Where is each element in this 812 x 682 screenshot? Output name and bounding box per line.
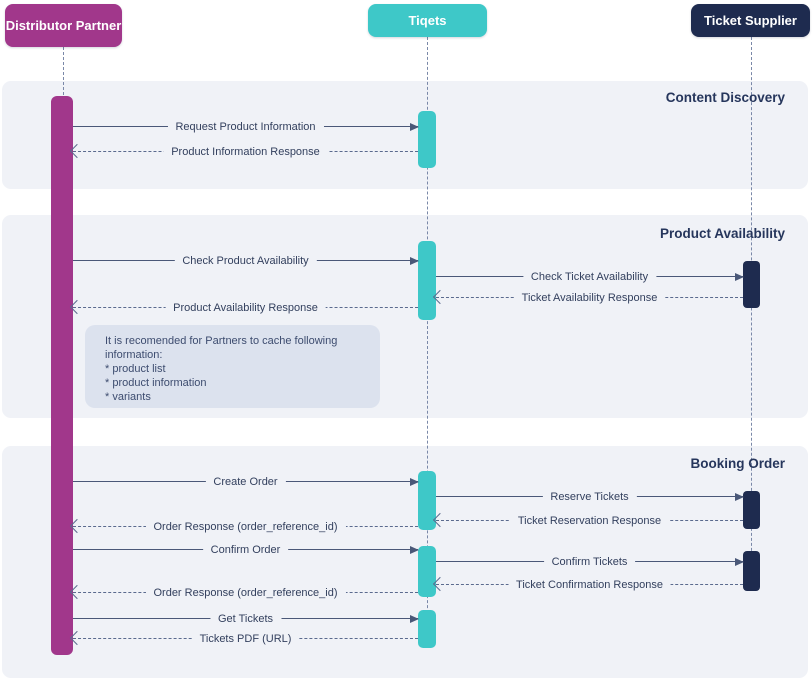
note-cache-recommendation: It is recomended for Partners to cache f… (85, 325, 380, 408)
message-label: Tickets PDF (URL) (191, 633, 300, 645)
actor-distributor-partner-label: Distributor Partner (5, 18, 122, 33)
section-title-product-availability: Product Availability (659, 226, 785, 241)
activation-supplier-confirm-tickets (743, 551, 760, 591)
note-bullet: * product information (105, 377, 207, 389)
activation-tiqets-product-availability (418, 241, 436, 320)
message-label: Check Product Availability (174, 255, 317, 267)
message-label: Order Response (order_reference_id) (145, 521, 346, 533)
message-label: Reserve Tickets (542, 491, 637, 503)
message-label: Create Order (205, 476, 286, 488)
note-bullet: * product list (105, 363, 166, 375)
activation-tiqets-content-discovery (418, 111, 436, 168)
message-label: Check Ticket Availability (522, 271, 657, 283)
activation-tiqets-get-tickets (418, 610, 436, 648)
arrowhead-right-icon (735, 272, 744, 281)
actor-ticket-supplier: Ticket Supplier (691, 4, 810, 37)
arrowhead-right-icon (735, 557, 744, 566)
arrowhead-right-icon (410, 477, 419, 486)
message-label: Ticket Reservation Response (509, 515, 670, 527)
activation-tiqets-confirm-order (418, 546, 436, 597)
actor-tiqets-label: Tiqets (408, 13, 447, 28)
arrowhead-right-icon (410, 614, 419, 623)
message-label: Get Tickets (209, 613, 282, 625)
arrowhead-right-icon (410, 122, 419, 131)
arrowhead-right-icon (735, 492, 744, 501)
note-intro: It is recomended for Partners to cache f… (105, 335, 338, 361)
message-label: Product Information Response (163, 146, 328, 158)
message-label: Request Product Information (167, 121, 324, 133)
message-label: Confirm Order (202, 544, 289, 556)
section-content-discovery (2, 81, 808, 189)
section-title-booking-order: Booking Order (690, 456, 785, 471)
message-label: Order Response (order_reference_id) (145, 587, 346, 599)
section-title-content-discovery: Content Discovery (665, 90, 785, 105)
lifeline-tiqets (427, 37, 428, 648)
message-label: Ticket Confirmation Response (508, 579, 671, 591)
arrowhead-right-icon (410, 545, 419, 554)
section-booking-order (2, 446, 808, 678)
activation-tiqets-create-order (418, 471, 436, 530)
arrowhead-right-icon (410, 256, 419, 265)
lifeline-ticket-supplier (751, 37, 752, 591)
message-label: Confirm Tickets (543, 556, 636, 568)
activation-distributor-partner (51, 96, 73, 655)
activation-supplier-reserve-tickets (743, 491, 760, 529)
message-label: Ticket Availability Response (513, 292, 666, 304)
note-bullet: * variants (105, 391, 151, 403)
message-label: Product Availability Response (165, 302, 326, 314)
actor-tiqets: Tiqets (368, 4, 487, 37)
actor-distributor-partner: Distributor Partner (5, 4, 122, 47)
activation-supplier-product-availability (743, 261, 760, 308)
actor-ticket-supplier-label: Ticket Supplier (704, 13, 797, 28)
